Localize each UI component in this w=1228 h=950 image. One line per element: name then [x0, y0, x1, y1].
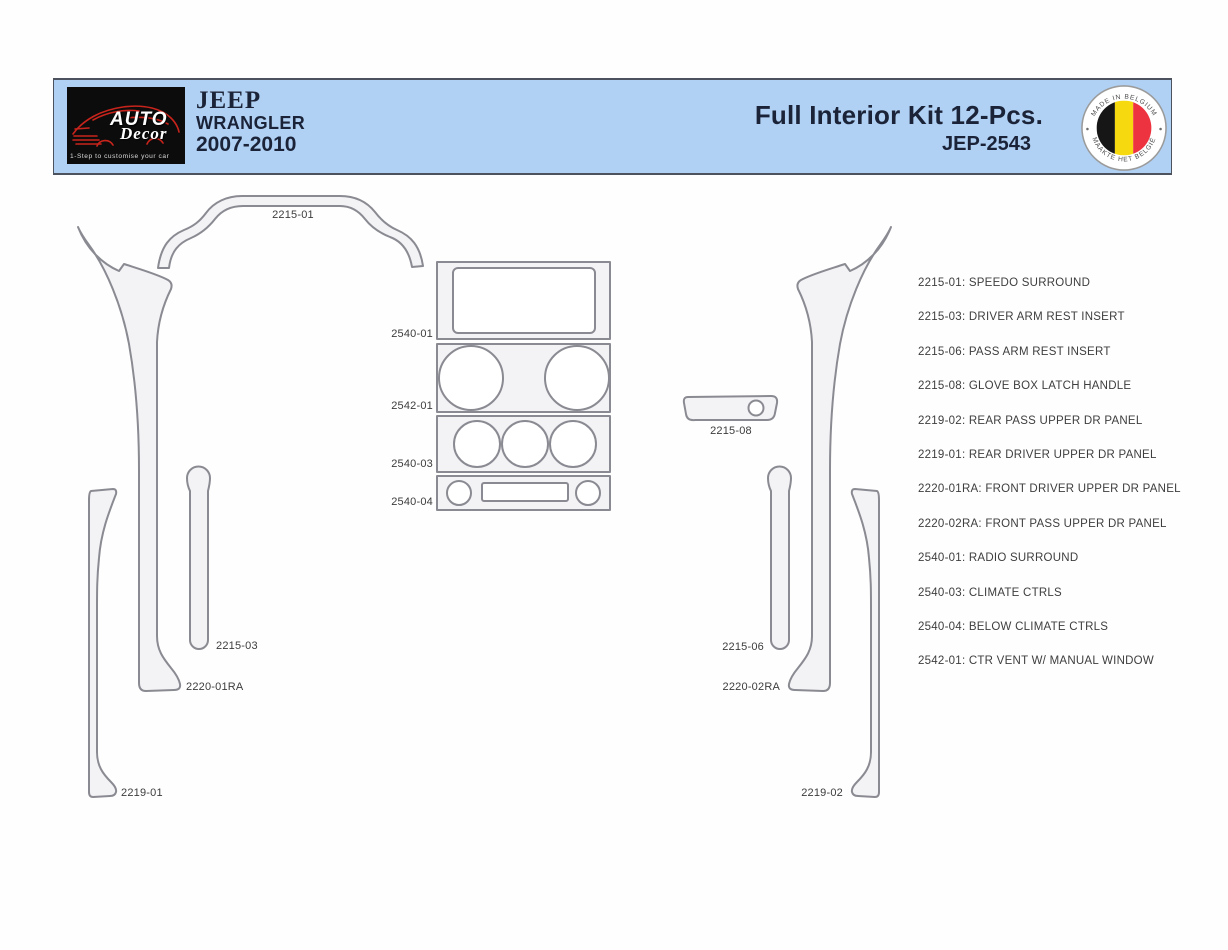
logo-brand-text: AUTO [110, 109, 168, 130]
part-rear-pass-panel [850, 488, 880, 798]
legend-item: 2542-01: CTR VENT W/ MANUAL WINDOW [918, 655, 1154, 668]
part-label-front-pass: 2220-02RA [723, 681, 781, 693]
part-label-pass-arm-rest: 2215-06 [722, 641, 764, 653]
legend-item: 2215-08: GLOVE BOX LATCH HANDLE [918, 380, 1132, 393]
part-label-radio: 2540-01 [391, 328, 433, 340]
part-label-front-driver: 2220-01RA [186, 681, 244, 693]
legend-item: 2540-01: RADIO SURROUND [918, 552, 1079, 565]
part-label-ctr-vent: 2542-01 [391, 400, 433, 412]
part-rear-driver-panel [88, 488, 118, 798]
parts-legend: 2215-01: SPEEDO SURROUND 2215-03: DRIVER… [918, 266, 1181, 679]
legend-item: 2540-04: BELOW CLIMATE CTRLS [918, 620, 1109, 633]
legend-item: 2215-01: SPEEDO SURROUND [918, 277, 1091, 289]
autodecor-logo: AUTO Decor 1-Step to customise your car [67, 87, 185, 164]
legend-item: 2215-06: PASS ARM REST INSERT [918, 345, 1111, 358]
part-pass-arm-rest [767, 465, 792, 650]
part-driver-arm-rest [186, 465, 211, 650]
legend-item: 2220-01RA: FRONT DRIVER UPPER DR PANEL [918, 483, 1181, 496]
part-label-glove-box: 2215-08 [710, 425, 752, 437]
part-front-pass-panel [787, 226, 892, 692]
part-climate-ctrls [436, 415, 611, 473]
car-outline-icon [72, 105, 180, 147]
vehicle-model: WRANGLER [196, 113, 306, 133]
part-below-climate-ctrls [436, 475, 611, 511]
legend-item: 2215-03: DRIVER ARM REST INSERT [918, 311, 1125, 324]
vehicle-years: 2007-2010 [196, 133, 297, 156]
part-speedo-surround [157, 195, 424, 269]
belgium-flag-icon [1096, 100, 1152, 156]
part-label-climate: 2540-03 [391, 458, 433, 470]
part-label-driver-arm-rest: 2215-03 [216, 640, 258, 652]
vehicle-make: JEEP [196, 87, 262, 114]
part-ctr-vent [436, 343, 611, 413]
logo-tagline: 1-Step to customise your car [70, 153, 170, 160]
part-radio-surround [436, 261, 611, 340]
part-label-speedo: 2215-01 [272, 209, 314, 221]
part-label-rear-driver: 2219-01 [121, 787, 163, 799]
vehicle-info: JEEP WRANGLER 2007-2010 [196, 87, 306, 156]
legend-item: 2219-02: REAR PASS UPPER DR PANEL [918, 414, 1143, 427]
part-label-below-climate: 2540-04 [391, 496, 433, 508]
legend-item: 2540-03: CLIMATE CTRLS [918, 586, 1062, 599]
made-in-belgium-badge-icon: MADE IN BELGIUM MAAKTE HET BELGIË [1081, 85, 1167, 171]
legend-item: 2220-02RA: FRONT PASS UPPER DR PANEL [918, 517, 1167, 530]
header-band: AUTO Decor 1-Step to customise your car … [53, 78, 1172, 175]
kit-code: JEP-2543 [942, 133, 1031, 155]
part-glove-box-latch [682, 395, 779, 422]
kit-heading: Full Interior Kit 12-Pcs. JEP-2543 [755, 101, 1043, 156]
part-front-driver-panel [77, 226, 182, 692]
kit-title: Full Interior Kit 12-Pcs. [754, 100, 1043, 130]
logo-brand-script: Decor [120, 124, 168, 143]
part-label-rear-pass: 2219-02 [801, 787, 843, 799]
legend-item: 2219-01: REAR DRIVER UPPER DR PANEL [918, 448, 1157, 461]
